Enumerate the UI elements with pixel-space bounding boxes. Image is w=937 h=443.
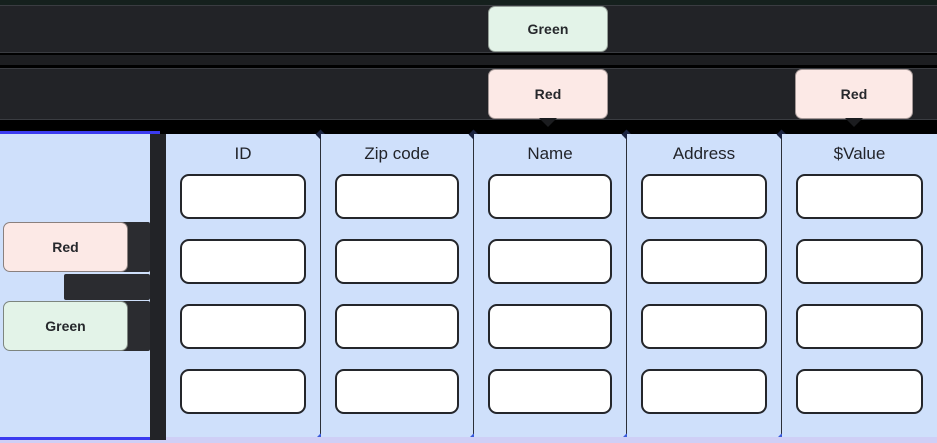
table-cell[interactable] — [796, 239, 923, 284]
panel-bottom-strip — [0, 440, 166, 443]
table-cell[interactable] — [488, 239, 612, 284]
table-cell[interactable] — [641, 304, 767, 349]
sidebar-chip-green[interactable]: Green — [3, 301, 128, 351]
dark-band-gap — [0, 55, 937, 65]
column-cells-value — [782, 174, 937, 414]
column-cells-zip-code — [321, 174, 473, 414]
callout-arrow-down-icon — [539, 118, 557, 127]
table-bottom-strip — [166, 437, 937, 443]
table-cell[interactable] — [488, 174, 612, 219]
dark-band-row-3 — [0, 0, 937, 8]
table-cell[interactable] — [641, 369, 767, 414]
table-cell[interactable] — [180, 304, 306, 349]
column-cells-address — [627, 174, 781, 414]
dark-band-row-2 — [0, 68, 937, 120]
callout-chip-green-top-label: Green — [527, 21, 569, 37]
table-column-name: Name — [474, 129, 632, 443]
table-cell[interactable] — [180, 239, 306, 284]
table-cell[interactable] — [796, 369, 923, 414]
callout-chip-red-middle[interactable]: Red — [488, 69, 608, 127]
sidebar-chip-backing-middle — [64, 274, 150, 300]
callout-chip-red-right[interactable]: Red — [795, 69, 913, 127]
table-cell[interactable] — [796, 304, 923, 349]
panel-bottom-accent-rule — [0, 437, 160, 440]
table-cell[interactable] — [641, 239, 767, 284]
table-column-address: Address — [627, 129, 787, 443]
sidebar-chip-green-label: Green — [45, 318, 86, 334]
column-header-id: ID — [234, 144, 252, 163]
table-cell[interactable] — [335, 304, 459, 349]
column-cells-id — [166, 174, 320, 414]
table-cell[interactable] — [335, 174, 459, 219]
table-cell[interactable] — [335, 369, 459, 414]
data-table: ID Zip code Name — [166, 129, 937, 443]
callout-chip-green-top[interactable]: Green — [488, 6, 608, 52]
column-header-value: $Value — [833, 144, 886, 163]
dark-band-row-1 — [0, 5, 937, 53]
callout-arrow-down-icon-right — [845, 118, 863, 127]
callout-chip-red-right-label: Red — [840, 86, 868, 102]
table-cell[interactable] — [488, 369, 612, 414]
table-cell[interactable] — [180, 174, 306, 219]
table-cell[interactable] — [180, 369, 306, 414]
sidebar-chip-red[interactable]: Red — [3, 222, 128, 272]
table-column-value: $Value — [782, 134, 937, 439]
table-column-id: ID — [166, 129, 326, 443]
table-cell[interactable] — [641, 174, 767, 219]
table-column-zip-code: Zip code — [321, 129, 479, 443]
panel-table-gutter — [150, 134, 167, 443]
sidebar-chip-red-label: Red — [52, 239, 79, 255]
table-cell[interactable] — [488, 304, 612, 349]
column-header-name: Name — [527, 144, 573, 163]
panel-top-accent-rule — [0, 131, 160, 134]
column-header-address: Address — [672, 144, 736, 163]
table-cell[interactable] — [796, 174, 923, 219]
callout-chip-red-middle-label: Red — [534, 86, 562, 102]
column-header-zip-code: Zip code — [364, 144, 430, 163]
column-cells-name — [474, 174, 626, 414]
table-cell[interactable] — [335, 239, 459, 284]
